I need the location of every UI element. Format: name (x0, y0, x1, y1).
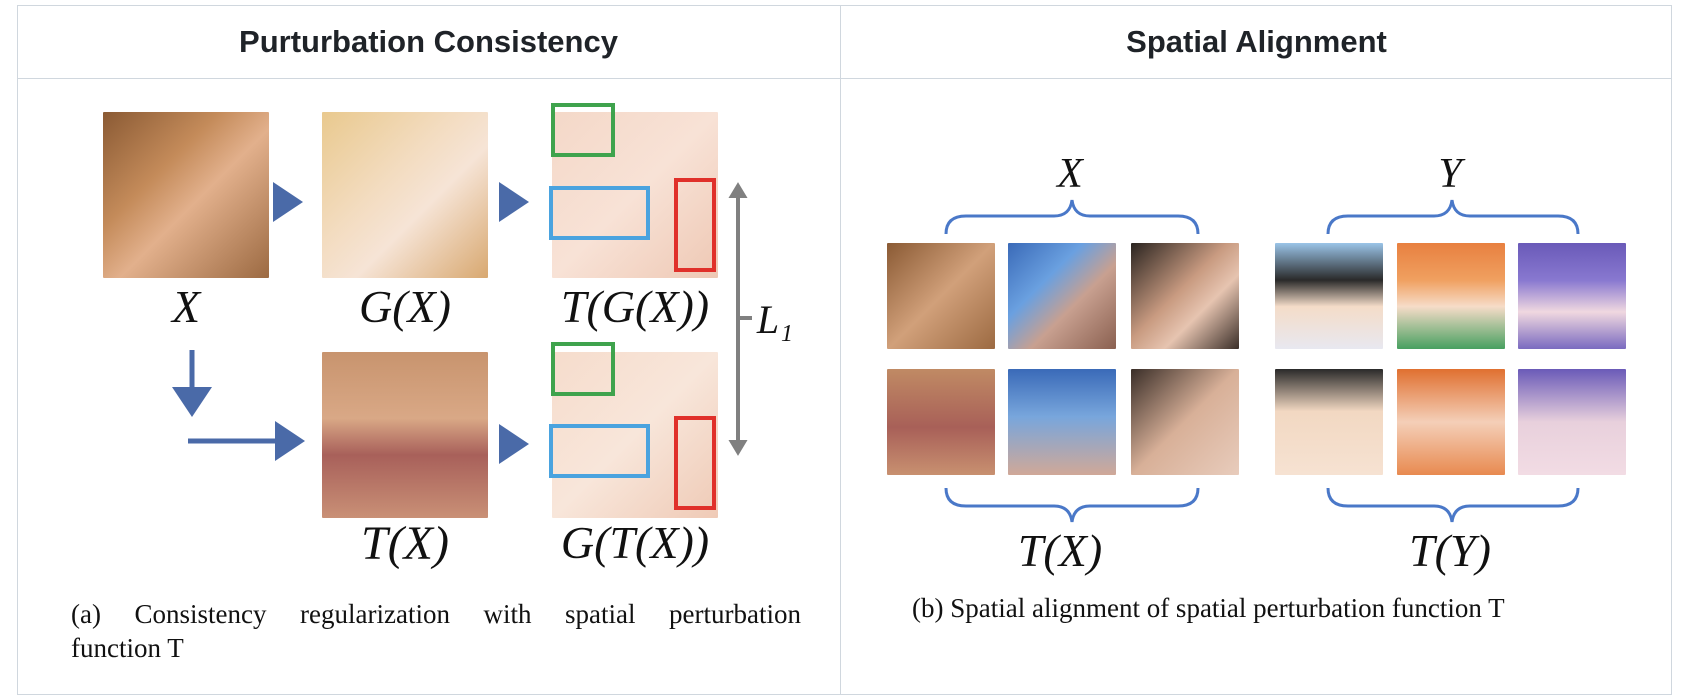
anime-y-2 (1397, 243, 1505, 349)
brace-x-bottom (944, 487, 1200, 523)
anime-ty-2 (1397, 369, 1505, 475)
anime-face-gx (322, 112, 488, 278)
label-y-set: Y (1438, 151, 1462, 197)
photo-tx-2 (1008, 369, 1116, 475)
anime-ty-1 (1275, 369, 1383, 475)
photo-tx-1 (887, 369, 995, 475)
right-caption: (b) Spatial alignment of spatial perturb… (912, 593, 1505, 623)
red-box-bottom (674, 416, 716, 510)
photo-x-1 (887, 243, 995, 349)
crop-tx (322, 352, 488, 518)
label-x-set: X (1057, 151, 1083, 197)
label-gx: G(X) (359, 281, 451, 332)
loss-bar-bottom-cap (728, 440, 748, 456)
blue-box-bottom (549, 424, 650, 478)
blue-box-top (549, 186, 650, 240)
photo-x-3 (1131, 243, 1239, 349)
photo-tx-3 (1131, 369, 1239, 475)
loss-bar-top-cap (728, 182, 748, 198)
header-purturbation-consistency: Purturbation Consistency (239, 23, 618, 59)
red-box-top (674, 178, 716, 272)
label-gtx: G(T(X)) (560, 517, 710, 568)
header-spatial-alignment: Spatial Alignment (1126, 23, 1387, 59)
label-loss: L₁ (756, 297, 794, 342)
anime-y-3 (1518, 243, 1626, 349)
label-x: X (171, 281, 201, 332)
photo-face-x (103, 112, 269, 278)
green-box-bottom (551, 342, 615, 396)
brace-y-top (1326, 199, 1580, 235)
label-tx-set: T(X) (1017, 525, 1103, 576)
green-box-top (551, 103, 615, 157)
left-caption-line1: (a) Consistency regularization with spat… (71, 599, 801, 629)
header-divider (17, 78, 1672, 79)
label-tgx: T(G(X)) (560, 281, 710, 332)
brace-x-top (944, 199, 1200, 235)
left-caption-line2: function T (71, 633, 184, 663)
brace-y-bottom (1326, 487, 1580, 523)
label-ty-set: T(Y) (1409, 525, 1491, 576)
photo-x-2 (1008, 243, 1116, 349)
crop-tgx (552, 112, 718, 278)
label-tx: T(X) (361, 517, 449, 570)
anime-ty-3 (1518, 369, 1626, 475)
comparison-table (17, 5, 1672, 695)
column-divider (840, 5, 841, 695)
crop-gtx (552, 352, 718, 518)
anime-y-1 (1275, 243, 1383, 349)
